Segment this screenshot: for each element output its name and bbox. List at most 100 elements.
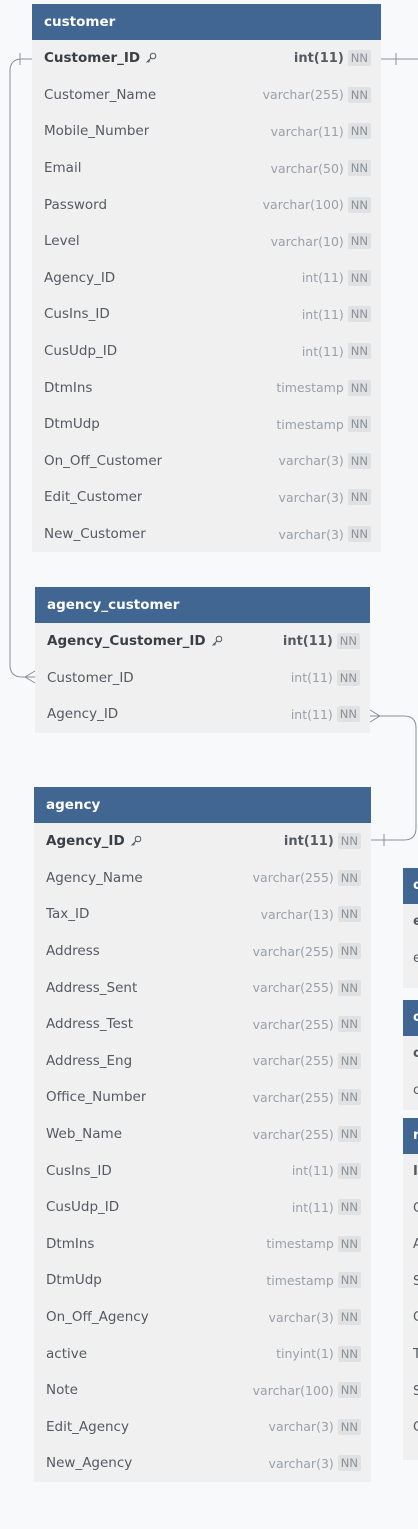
column-name: Customer_ID: [47, 669, 134, 686]
column-name: Address_Sent: [46, 979, 138, 996]
column-row[interactable]: T: [413, 1346, 418, 1362]
column-name: CusUdp_ID: [46, 1199, 120, 1216]
key-icon: [211, 635, 222, 647]
column-row[interactable]: C: [413, 1310, 418, 1326]
relation-agency-customer-agency[interactable]: [370, 715, 417, 841]
column-type: timestamp: [276, 380, 344, 396]
column-type: int(11): [293, 50, 344, 66]
many-marker: [369, 709, 381, 723]
column-row[interactable]: S: [413, 1273, 418, 1289]
column-type: varchar(255): [262, 87, 344, 103]
table-header[interactable]: agency: [34, 787, 371, 823]
column-row[interactable]: e: [403, 977, 418, 988]
not-null-badge: NN: [337, 869, 361, 886]
table-header[interactable]: r: [403, 1118, 418, 1154]
not-null-badge: NN: [337, 1455, 361, 1472]
column-name: Tax_ID: [46, 906, 90, 923]
column-type: varchar(3): [268, 1419, 334, 1435]
column-row[interactable]: c: [413, 1046, 418, 1061]
column-name: Note: [46, 1382, 78, 1399]
column-name: Customer_Name: [44, 86, 157, 103]
key-icon: [130, 835, 141, 847]
partial-table[interactable]: r I C A S C T S C: [403, 1118, 418, 1460]
column-row[interactable]: C: [413, 1420, 418, 1436]
not-null-badge: NN: [336, 669, 360, 686]
column-name: DtmUdp: [46, 1272, 102, 1289]
column-name: Agency_ID: [44, 269, 116, 286]
not-null-badge: NN: [337, 906, 361, 923]
relation-customer-agency-customer[interactable]: [9, 58, 35, 678]
column-type: varchar(255): [252, 980, 334, 996]
not-null-badge: NN: [347, 50, 371, 67]
column-type: varchar(10): [270, 233, 344, 249]
column-name: Email: [44, 160, 82, 177]
column-name: Edit_Customer: [44, 489, 143, 506]
not-null-badge: NN: [337, 1199, 361, 1216]
not-null-badge: NN: [347, 123, 371, 140]
column-row[interactable]: A: [413, 1237, 418, 1253]
column-type: timestamp: [266, 1272, 334, 1288]
not-null-badge: NN: [347, 86, 371, 103]
column-name: New_Customer: [44, 526, 146, 543]
table-header[interactable]: customer: [32, 4, 381, 40]
table-header[interactable]: agency_customer: [35, 587, 370, 623]
table-header[interactable]: c: [403, 868, 418, 904]
table-header[interactable]: c: [403, 1000, 418, 1036]
column-row[interactable]: e: [413, 950, 418, 966]
column-row[interactable]: I: [413, 1164, 418, 1179]
column-name: Edit_Agency: [46, 1418, 129, 1435]
column-name: Address_Test: [46, 1016, 134, 1033]
column-name: DtmUdp: [44, 416, 100, 433]
column-name: Agency_Customer_ID: [47, 633, 206, 650]
column-row[interactable]: c: [413, 1082, 418, 1098]
not-null-badge: NN: [337, 1126, 361, 1143]
column-row[interactable]: S: [413, 1383, 418, 1399]
column-row[interactable]: Customer_Name varchar(255)NN: [32, 77, 381, 114]
partial-table[interactable]: c eee: [403, 868, 418, 988]
column-row[interactable]: e: [413, 914, 418, 929]
column-name: DtmIns: [44, 379, 93, 396]
column-row[interactable]: C: [413, 1200, 418, 1216]
column-name: Level: [44, 233, 80, 250]
column-name: CusUdp_ID: [44, 343, 118, 360]
